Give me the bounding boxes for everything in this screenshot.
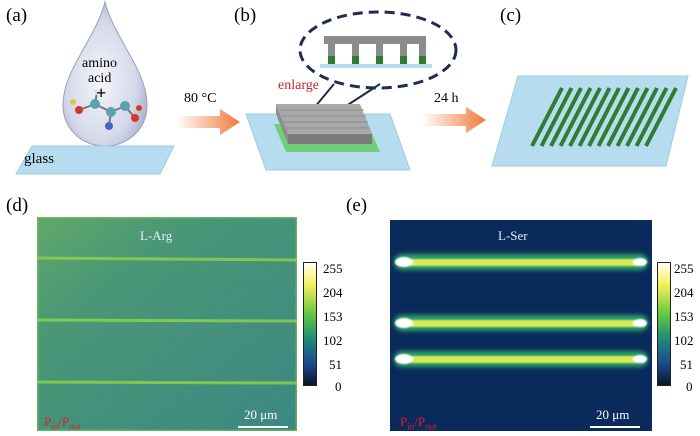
colorbar-e-ticks: 255 204 153 102 51 0 bbox=[674, 261, 700, 393]
panel-label-d: (d) bbox=[6, 195, 29, 216]
pattern-stripe bbox=[530, 87, 564, 147]
map-title-ser-text: L-Ser bbox=[498, 228, 528, 243]
pattern-stripe bbox=[558, 87, 593, 147]
ratio-e-sub2: out bbox=[425, 421, 437, 432]
ratio-label-e: Pin/Pout bbox=[400, 414, 437, 432]
panel-label-c: (c) bbox=[500, 5, 522, 26]
colorbar-tick: 0 bbox=[686, 379, 693, 394]
map-title-ser: L-Ser bbox=[498, 228, 528, 244]
colorbar-d bbox=[303, 262, 317, 386]
colorbar-tick: 204 bbox=[674, 285, 694, 300]
scale-text-d: 20 μm bbox=[244, 407, 278, 422]
colorbar-tick: 0 bbox=[335, 379, 342, 394]
pattern-stripe bbox=[577, 87, 612, 147]
colorbar-tick: 51 bbox=[680, 357, 693, 372]
stamp-on-glass bbox=[245, 83, 411, 171]
colorbar-tick: 153 bbox=[674, 309, 694, 324]
ratio-d-sub1: in bbox=[51, 421, 59, 432]
colorbar-e bbox=[657, 262, 671, 386]
glass-slide-a bbox=[15, 145, 175, 175]
plus-sign: + bbox=[96, 83, 107, 103]
colorbar-tick: 102 bbox=[674, 333, 694, 348]
map-title-arg: L-Arg bbox=[140, 228, 172, 244]
arrow-icon bbox=[422, 107, 486, 133]
arrow-icon bbox=[176, 109, 240, 135]
pattern-stripe bbox=[539, 87, 574, 147]
molecule-icon bbox=[70, 89, 142, 130]
pattern-stripe bbox=[644, 87, 678, 147]
ratio-e-sub1: in bbox=[407, 421, 415, 432]
pattern-stripe bbox=[615, 87, 650, 147]
ratio-e-p2: /P bbox=[414, 414, 426, 429]
scale-bar-e bbox=[590, 426, 640, 428]
enlarged-stamp-view bbox=[298, 10, 458, 90]
colorbar-tick: 255 bbox=[323, 261, 343, 276]
colorbar-tick: 153 bbox=[323, 309, 343, 324]
pattern-stripe bbox=[568, 87, 602, 147]
panel-label-e: (e) bbox=[346, 195, 368, 216]
map-title-arg-text: L-Arg bbox=[140, 228, 173, 243]
ratio-e-p1: P bbox=[400, 414, 408, 429]
raman-map-arg bbox=[37, 217, 297, 431]
panel-label-a: (a) bbox=[6, 5, 28, 26]
colorbar-d-ticks: 255 204 153 102 51 0 bbox=[323, 261, 363, 393]
pattern-stripe bbox=[634, 87, 669, 147]
scale-text-e: 20 μm bbox=[596, 407, 630, 422]
droplet-text-amino: amino bbox=[82, 56, 117, 71]
pattern-stripe bbox=[549, 87, 583, 147]
ratio-d-p2: /P bbox=[58, 414, 70, 429]
droplet-text-acid: acid bbox=[88, 71, 112, 86]
ratio-label-d: Pin/Pout bbox=[44, 414, 81, 432]
pattern-stripe bbox=[587, 87, 621, 147]
amino-acid-droplet bbox=[62, 0, 148, 147]
panel-label-b: (b) bbox=[234, 5, 257, 26]
colorbar-tick: 204 bbox=[323, 285, 343, 300]
time-label: 24 h bbox=[434, 91, 459, 106]
temperature-label: 80 °C bbox=[184, 91, 217, 106]
enlarge-label: enlarge bbox=[278, 78, 319, 93]
ratio-d-sub2: out bbox=[69, 421, 81, 432]
patterned-glass bbox=[491, 75, 689, 167]
pattern-stripe bbox=[596, 87, 631, 147]
colorbar-tick: 255 bbox=[674, 261, 694, 276]
glass-label: glass bbox=[24, 151, 54, 167]
colorbar-tick: 102 bbox=[323, 333, 343, 348]
ratio-d-p1: P bbox=[44, 414, 52, 429]
raman-map-ser bbox=[390, 220, 652, 431]
colorbar-tick: 51 bbox=[329, 357, 342, 372]
pattern-stripe bbox=[606, 87, 640, 147]
scale-bar-d bbox=[238, 426, 288, 428]
pattern-stripe bbox=[625, 87, 659, 147]
